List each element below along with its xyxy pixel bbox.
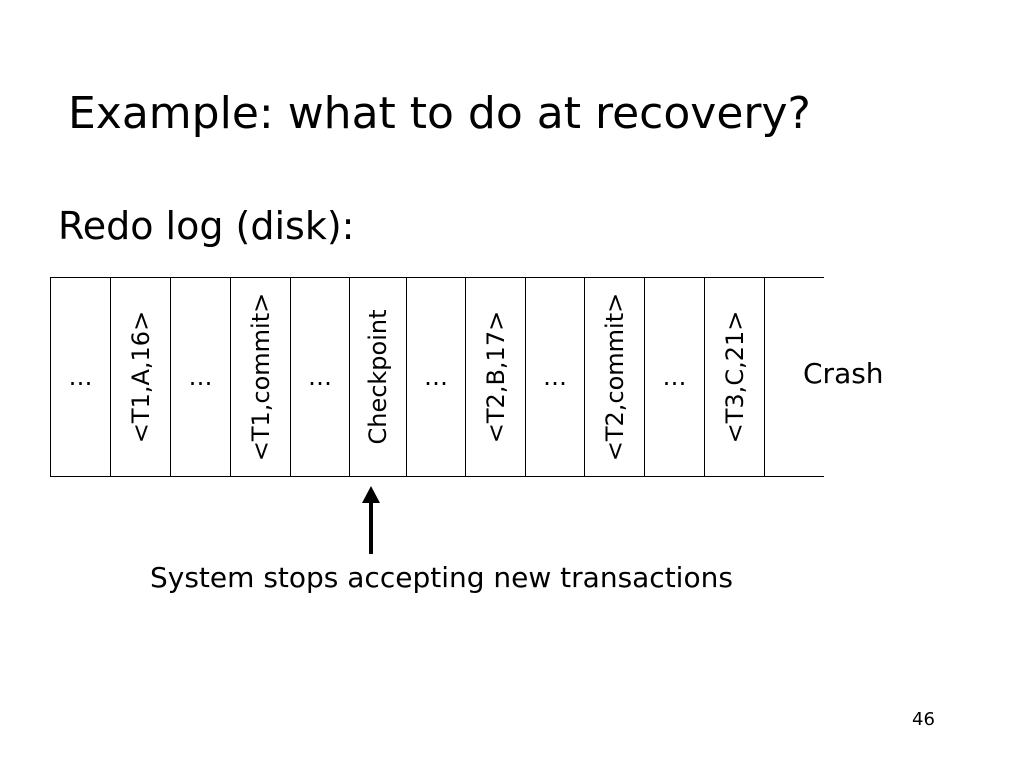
log-entry-label: <T2,B,17>	[481, 310, 510, 444]
log-entry-label: Checkpoint	[364, 309, 392, 445]
log-entry-label: …	[188, 363, 213, 391]
log-entry: …	[290, 278, 349, 476]
slide-title: Example: what to do at recovery?	[68, 88, 811, 139]
log-entry-label: …	[662, 363, 687, 391]
log-entry: <T3,C,21>	[704, 278, 764, 476]
log-entry-label: <T2,commit>	[600, 292, 629, 462]
log-entry-label: …	[424, 363, 448, 391]
log-entry: …	[644, 278, 704, 476]
log-entry: …	[406, 278, 465, 476]
log-entry: <T1,A,16>	[110, 278, 170, 476]
log-entry: …	[525, 278, 584, 476]
log-entry-checkpoint: Checkpoint	[349, 278, 406, 476]
crash-label: Crash	[803, 357, 884, 390]
log-entry: <T2,B,17>	[465, 278, 525, 476]
log-entry: …	[50, 278, 110, 476]
checkpoint-note: System stops accepting new transactions	[150, 561, 733, 594]
up-arrow-icon	[362, 486, 380, 554]
log-entry-label: <T1,commit>	[246, 292, 275, 462]
log-entry: <T2,commit>	[584, 278, 644, 476]
redo-log: … <T1,A,16> … <T1,commit> … Checkpoint ……	[50, 277, 824, 477]
log-entry-label: <T1,A,16>	[126, 310, 155, 444]
log-entry: …	[170, 278, 230, 476]
log-entry-label: …	[543, 363, 567, 391]
slide-subtitle: Redo log (disk):	[58, 204, 355, 248]
page-number: 46	[912, 709, 935, 730]
log-entry-label: …	[308, 363, 332, 391]
log-empty-tail	[764, 278, 824, 476]
log-entry: <T1,commit>	[230, 278, 290, 476]
log-entry-label: …	[68, 363, 93, 391]
log-entry-label: <T3,C,21>	[720, 310, 749, 444]
